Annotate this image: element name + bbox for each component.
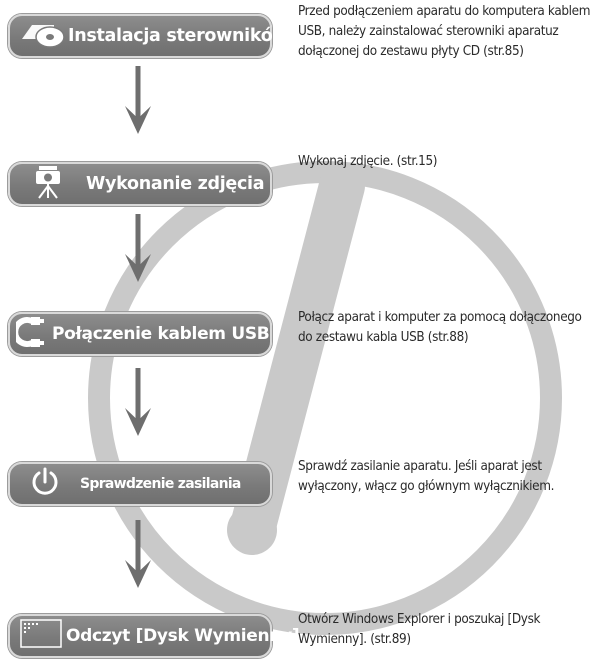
step-label: Instalacja sterowników <box>68 26 289 46</box>
camera-tripod-icon <box>32 164 64 204</box>
usb-connection-icon <box>12 315 52 353</box>
step-install-drivers: Instalacja sterowników <box>8 14 289 58</box>
step-take-picture: Wykonanie zdjęcia <box>8 162 272 206</box>
step-description: Wykonaj zdjęcie. (str.15) <box>298 154 438 169</box>
step-label: Sprawdzenie zasilania <box>80 476 241 492</box>
step-label: Odczyt [Dysk Wymienny] <box>66 626 300 646</box>
step-description: Sprawdź zasilanie aparatu. Jeśli aparat … <box>298 459 555 494</box>
step-description: Przed podłączeniem aparatu do komputera … <box>298 4 591 59</box>
step-description: Połącz aparat i komputer za pomocą dołąc… <box>298 310 582 345</box>
background-slash-end <box>227 505 277 555</box>
down-arrow-icon <box>125 520 151 588</box>
cd-disc-icon <box>20 19 66 53</box>
step-read-removable-disk: Odczyt [Dysk Wymienny] <box>8 614 300 658</box>
down-arrow-icon <box>125 214 151 282</box>
step-description: Otwórz Windows Explorer i poszukaj [Dysk… <box>298 612 541 647</box>
step-check-power: Sprawdzenie zasilania <box>8 462 272 506</box>
power-icon <box>30 467 60 501</box>
down-arrow-icon <box>125 66 151 134</box>
step-label: Połączenie kablem USB <box>52 324 270 344</box>
step-label: Wykonanie zdjęcia <box>86 174 265 194</box>
removable-disk-icon <box>20 618 64 654</box>
down-arrow-icon <box>125 368 151 436</box>
step-usb-connection: Połączenie kablem USB <box>8 312 272 356</box>
